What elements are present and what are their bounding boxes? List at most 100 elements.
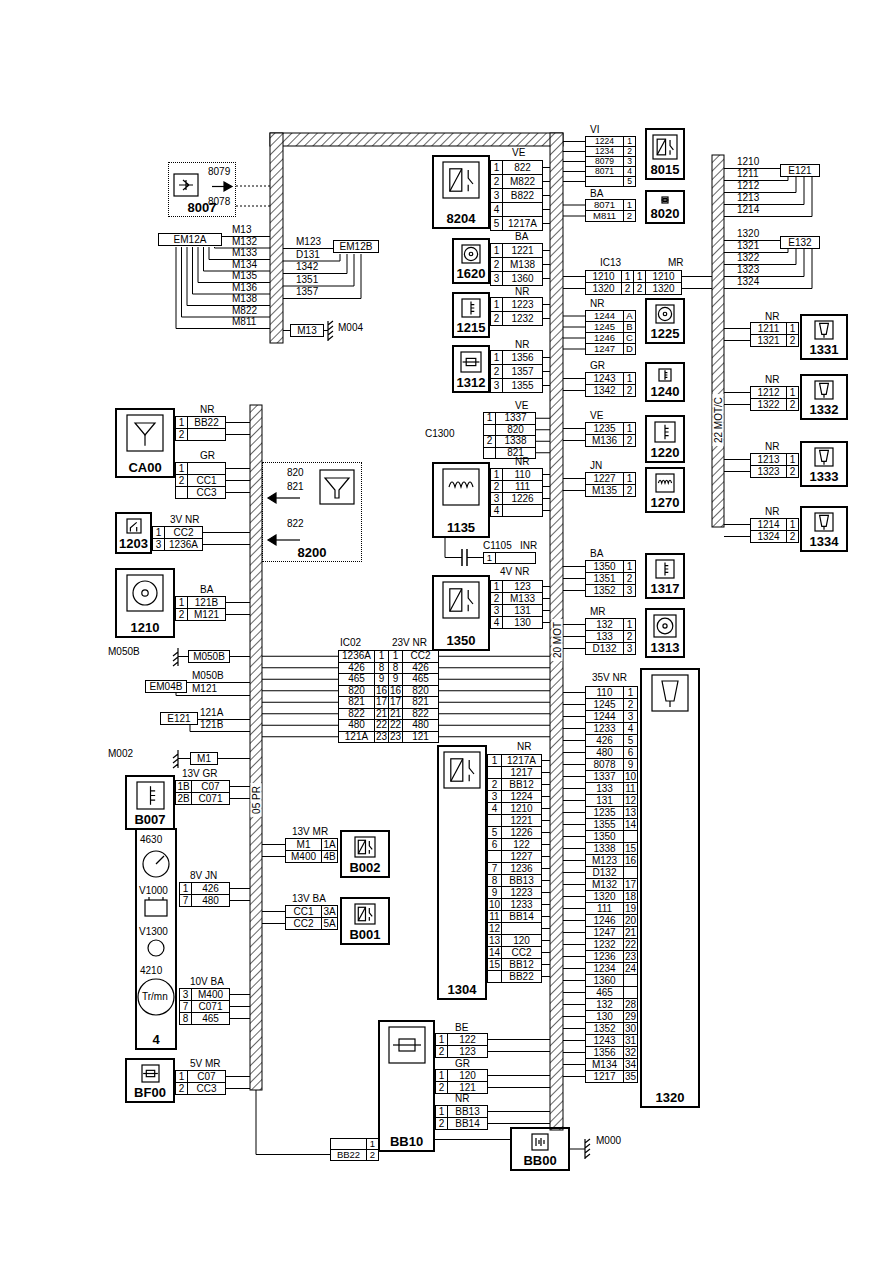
pin-table-cell: 1320 <box>645 282 682 295</box>
symbol-frame <box>355 904 375 924</box>
pin-table-cell: 1226 <box>502 492 543 505</box>
wire <box>543 486 550 487</box>
component-box: B001 <box>340 897 390 945</box>
table-cell <box>187 428 226 441</box>
wire <box>724 216 812 217</box>
component-symbol <box>462 245 480 263</box>
component-icon <box>353 902 377 926</box>
component-symbol <box>127 575 163 611</box>
wire <box>563 428 585 429</box>
wire <box>563 1028 585 1029</box>
motor-symbol <box>133 581 157 605</box>
pin-table-cell: 1223 <box>502 297 543 312</box>
pin-table-cell: B822 <box>502 188 543 203</box>
symbol-frame <box>659 369 671 381</box>
wire <box>488 1051 550 1052</box>
wire <box>563 968 585 969</box>
wire <box>788 177 789 181</box>
wire <box>563 752 585 753</box>
wire <box>570 1149 585 1150</box>
wire <box>230 994 250 995</box>
component-code: 8204 <box>447 211 476 226</box>
harness-band <box>270 133 563 146</box>
wire-label: M811 <box>232 316 256 328</box>
pin-table-cell: 822 <box>502 160 543 175</box>
wire <box>563 1016 585 1017</box>
table-cell <box>585 176 624 187</box>
wire-label: M000 <box>596 1135 621 1147</box>
pin-table-cell: 1320 <box>585 282 622 295</box>
wire <box>543 304 550 305</box>
wire <box>724 536 750 537</box>
harness <box>250 133 724 1130</box>
component-symbol <box>815 513 833 531</box>
wire <box>262 911 285 912</box>
relay-coil <box>450 169 462 191</box>
wire <box>439 690 550 691</box>
component-symbol <box>653 135 677 159</box>
component-icon <box>813 379 835 401</box>
wire <box>788 249 789 253</box>
component-box: 1332 <box>800 374 848 420</box>
wire <box>190 725 191 732</box>
wire <box>563 327 585 328</box>
harness-label: 05 PR <box>251 783 262 817</box>
wire <box>563 141 585 142</box>
pin-table-cell: BB22 <box>187 416 226 429</box>
wire <box>724 459 750 460</box>
wire <box>543 598 550 599</box>
component-icon <box>387 1025 427 1065</box>
component-symbol <box>142 1065 159 1082</box>
wire <box>724 471 750 472</box>
wire <box>226 434 250 435</box>
wire <box>262 844 285 845</box>
sensor-scale <box>471 305 474 312</box>
wire <box>812 177 813 217</box>
capacitor-symbol <box>462 549 467 566</box>
gauge-symbol <box>143 851 169 877</box>
fuse-symbol <box>393 1044 421 1045</box>
component-icon <box>353 835 377 859</box>
component-symbol <box>815 448 833 466</box>
pin-table-cell: 2 <box>623 384 636 397</box>
capacitor-plate <box>461 549 463 566</box>
component-icon <box>460 297 482 319</box>
pin-table-cell: D <box>623 343 636 355</box>
wire <box>563 490 585 491</box>
wire <box>262 736 338 737</box>
tachometer-symbol <box>138 979 174 1015</box>
wire <box>467 557 483 558</box>
wire-label: M121 <box>192 683 217 695</box>
component-icon <box>460 243 482 265</box>
component-icon <box>441 580 481 620</box>
connector-code: E121 <box>788 165 811 176</box>
component-code: 1240 <box>651 384 680 399</box>
wire <box>724 524 750 525</box>
wire <box>563 956 585 957</box>
wire <box>812 249 813 289</box>
component-box: 8007 <box>168 162 236 217</box>
component-icon <box>654 472 676 494</box>
component-box: 1225 <box>645 298 685 344</box>
wire-label: Tr/mn <box>142 991 168 1003</box>
component-code: B002 <box>349 860 380 875</box>
wire <box>187 305 270 306</box>
component-symbol <box>662 197 669 203</box>
wire <box>563 566 585 567</box>
component-code: BB00 <box>523 1153 556 1168</box>
arrow-head <box>224 182 232 191</box>
wire <box>563 151 585 152</box>
wire-label: M123 <box>296 236 321 248</box>
pin-table-cell: CC3 <box>187 486 226 499</box>
sensor-8007-symbol <box>174 174 232 196</box>
wire <box>563 578 585 579</box>
wire <box>488 1087 550 1088</box>
component-icon <box>652 613 678 639</box>
wire <box>563 624 585 625</box>
wire-label: M822 <box>232 305 257 317</box>
wire-label: NR <box>515 456 529 468</box>
relay-coil <box>358 907 365 920</box>
wire <box>563 648 585 649</box>
wire-label: D131 <box>296 249 320 261</box>
pin-table-cell: 1 <box>483 552 496 564</box>
